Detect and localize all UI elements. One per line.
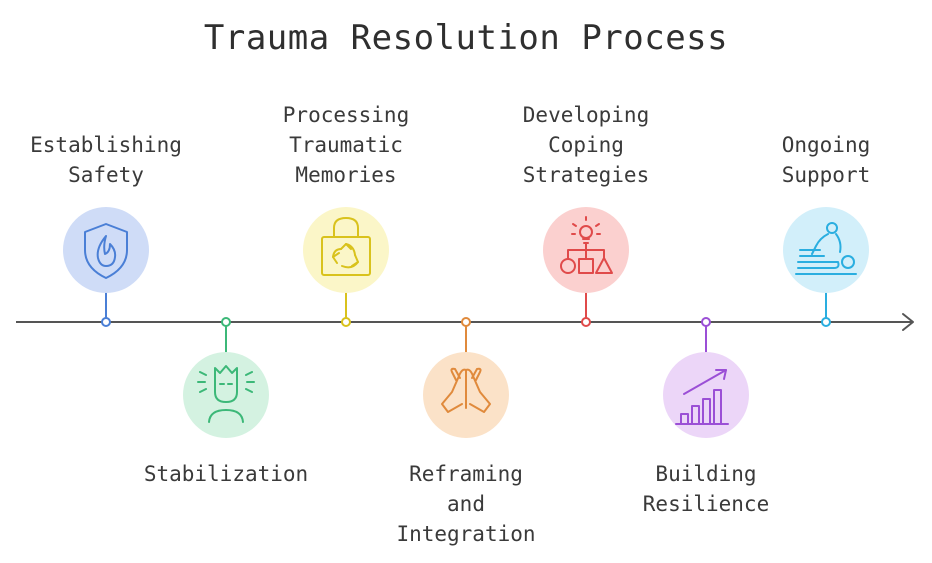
diagram-title: Trauma Resolution Process <box>203 18 729 58</box>
recycle-lock-icon <box>321 217 371 276</box>
step-processing-traumatic-memories <box>303 207 389 327</box>
step-reframing-and-integration <box>423 317 509 438</box>
praying-hands-icon <box>441 367 491 413</box>
calm-crowned-head-icon <box>197 365 255 423</box>
fire-shield-icon <box>84 223 128 279</box>
massage-therapy-icon <box>795 222 857 275</box>
step-building-resilience <box>663 317 749 438</box>
step-ongoing-support <box>783 207 869 327</box>
step-establishing-safety <box>63 207 149 327</box>
step-label-stabilization: Stabilization <box>143 462 309 486</box>
growth-bar-chart-icon <box>675 369 729 425</box>
step-developing-coping-strategies <box>543 207 629 327</box>
step-stabilization <box>183 317 269 438</box>
timeline-arrowhead <box>902 313 914 331</box>
idea-flowchart-icon <box>560 216 613 274</box>
